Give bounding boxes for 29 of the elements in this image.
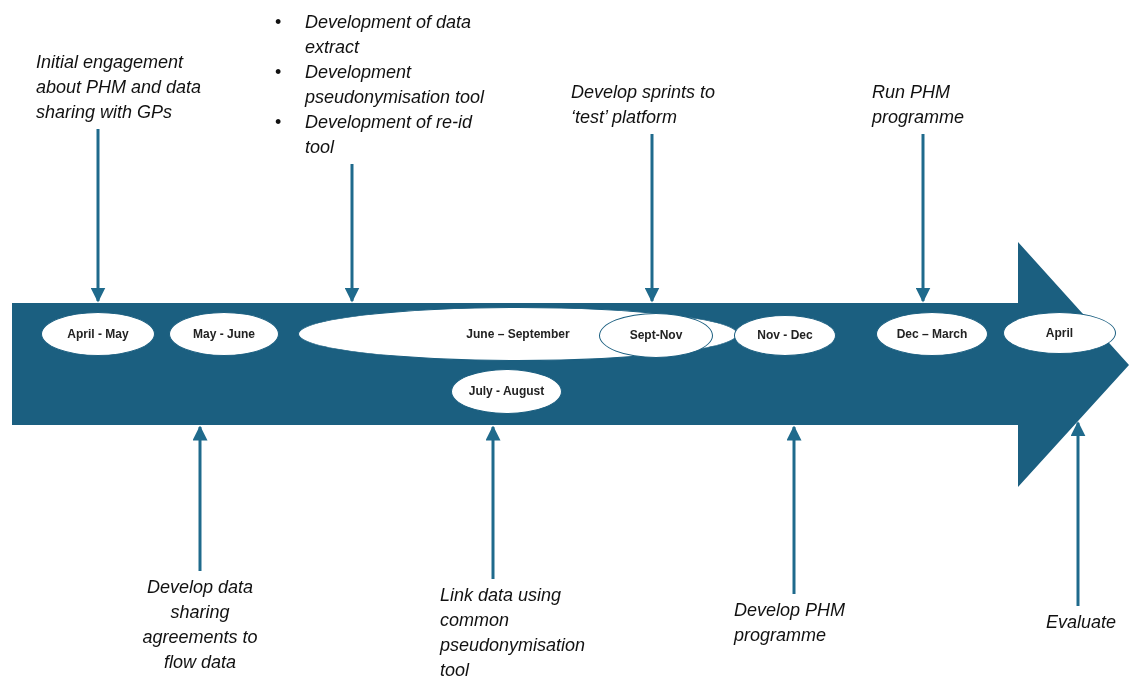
milestone-text: Link data using common pseudonymisation tool: [440, 583, 615, 678]
period-label: July - August: [468, 384, 545, 399]
milestone-text: Run PHM programme: [872, 80, 987, 130]
bullet-mark: •: [275, 11, 282, 34]
milestone-text: Develop PHM programme: [734, 598, 874, 648]
arrow: [192, 425, 208, 571]
bullet-mark: •: [275, 61, 282, 84]
bullet-item: Development of data extract: [305, 12, 472, 57]
period-label: Dec – March: [896, 326, 968, 342]
milestone-text: Develop sprints to ‘test’ platform: [571, 80, 736, 130]
period-label: June – September: [466, 326, 570, 342]
bullet-mark: •: [275, 111, 282, 134]
milestone-text: Develop data sharing agreements to flow data: [135, 575, 265, 675]
arrow: [90, 129, 106, 303]
milestone-text: Initial engagement about PHM and data sharing with GPs: [36, 50, 206, 125]
arrow: [1070, 421, 1086, 606]
arrow: [915, 134, 931, 303]
arrow: [786, 425, 802, 594]
period-label: April: [1045, 325, 1074, 341]
period-label: Nov - Dec: [757, 328, 813, 343]
arrow: [644, 134, 660, 303]
arrow: [485, 425, 501, 579]
bullet-item: Development pseudonymisation tool: [305, 62, 485, 107]
period-label: May - June: [193, 326, 255, 342]
arrow: [344, 164, 360, 303]
period-label: April - May: [67, 326, 129, 342]
period-label: Sept-Nov: [629, 328, 683, 343]
bullet-item: Development of re-id tool: [305, 112, 473, 157]
milestone-text: Evaluate: [1046, 610, 1129, 635]
